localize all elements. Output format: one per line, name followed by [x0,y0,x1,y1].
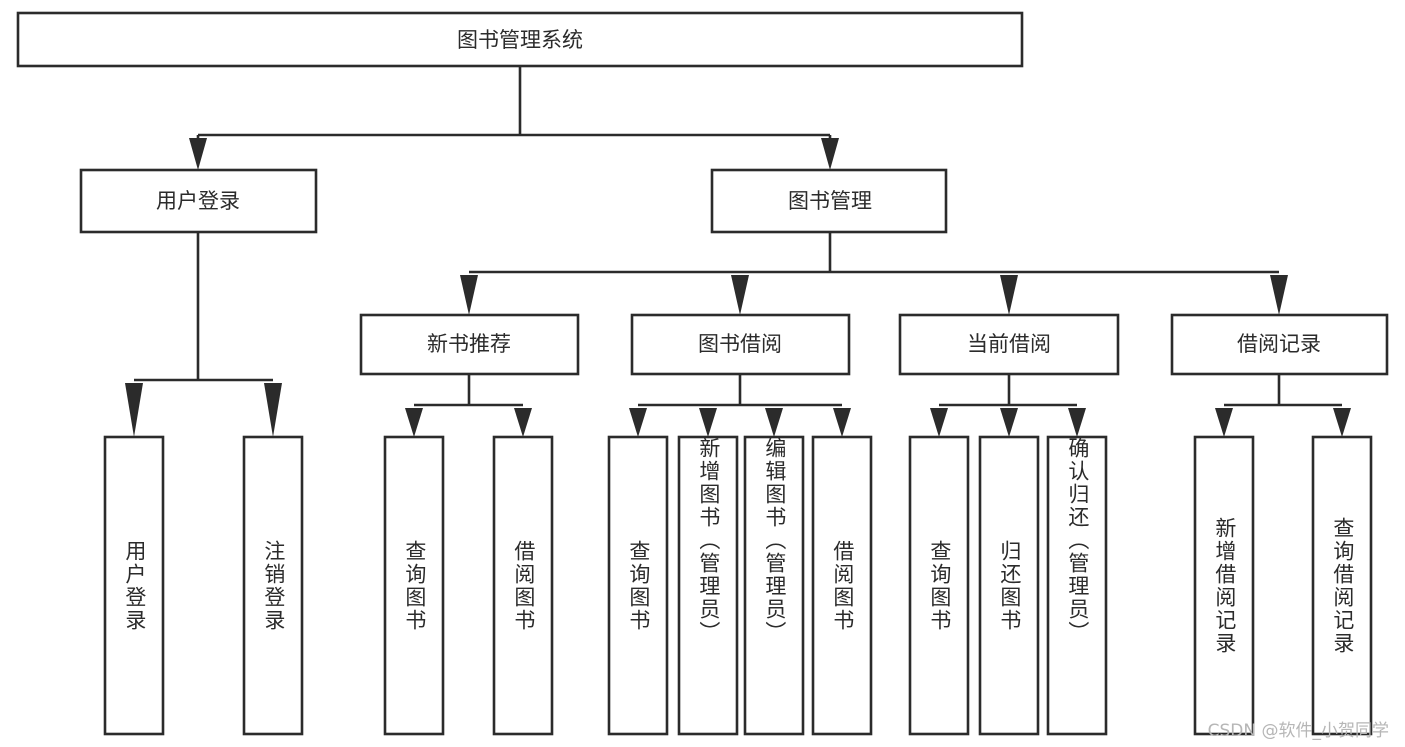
node-root-box[interactable] [16,11,1024,68]
node-new-book-rec-box[interactable] [359,313,580,376]
node-book-borrow-box[interactable] [630,313,851,376]
arrow-head-leaf-add-record [1215,408,1233,437]
connector-group-current-borrow [930,374,1086,437]
arrow-head-new-book-rec [460,275,478,315]
connector-group-user-login [125,232,282,437]
node-user-login-box[interactable] [79,168,318,234]
arrow-head-book-borrow [731,275,749,315]
node-leaf-add-record-box[interactable] [1193,435,1255,736]
node-leaf-logout-box[interactable] [242,435,304,736]
node-leaf-confirm-return-box[interactable] [1046,435,1108,736]
node-user-login-label: 用户登录 [156,189,240,213]
connector-group-book-manage [460,232,1288,315]
arrow-head-leaf-borrow-book-1 [514,408,532,437]
node-leaf-add-book-box[interactable] [677,435,739,736]
arrow-head-book-manage [821,138,839,170]
node-book-manage[interactable]: 图书管理 [710,168,948,234]
arrow-head-leaf-user-login [125,383,143,437]
node-borrow-record-box[interactable] [1170,313,1389,376]
node-book-borrow-label: 图书借阅 [698,332,782,356]
node-leaf-query-book-3-box[interactable] [908,435,970,736]
arrow-head-leaf-edit-book [765,408,783,437]
node-root-label: 图书管理系统 [457,28,583,52]
node-leaf-query-book-1-box[interactable] [383,435,445,736]
node-leaf-query-book-2-box[interactable] [607,435,669,736]
node-borrow-record-label: 借阅记录 [1237,332,1321,356]
arrow-head-current-borrow [1000,275,1018,315]
node-leaf-user-login-box[interactable] [103,435,165,736]
arrow-head-leaf-confirm-return [1068,408,1086,437]
connector-group-root [189,66,839,170]
node-leaf-return-book-box[interactable] [978,435,1040,736]
connector-group-new-book-rec [405,374,532,437]
arrow-head-leaf-logout [264,383,282,437]
connector-group-borrow-record [1215,374,1351,437]
arrow-head-leaf-return-book [1000,408,1018,437]
arrow-head-leaf-query-book-1 [405,408,423,437]
node-current-borrow-label: 当前借阅 [967,332,1051,356]
connector-group-book-borrow [629,374,851,437]
node-new-book-rec[interactable]: 新书推荐 [359,313,580,376]
arrow-head-leaf-add-book [699,408,717,437]
node-leaf-query-record-box[interactable] [1311,435,1373,736]
node-user-login[interactable]: 用户登录 [79,168,318,234]
arrow-head-leaf-query-book-3 [930,408,948,437]
node-leaf-borrow-book-2-box[interactable] [811,435,873,736]
arrow-head-borrow-record [1270,275,1288,315]
arrow-head-user-login [189,138,207,170]
node-book-manage-label: 图书管理 [788,189,872,213]
node-current-borrow-box[interactable] [898,313,1120,376]
node-root[interactable]: 图书管理系统 [16,11,1024,68]
arrow-head-leaf-borrow-book-2 [833,408,851,437]
arrow-head-leaf-query-record [1333,408,1351,437]
node-book-borrow[interactable]: 图书借阅 [630,313,851,376]
csdn-watermark: CSDN @软件_小贺同学 [1207,721,1389,741]
node-current-borrow[interactable]: 当前借阅 [898,313,1120,376]
node-new-book-rec-label: 新书推荐 [427,332,511,356]
arrow-head-leaf-query-book-2 [629,408,647,437]
node-borrow-record[interactable]: 借阅记录 [1170,313,1389,376]
node-leaf-borrow-book-1-box[interactable] [492,435,554,736]
node-leaf-edit-book-box[interactable] [743,435,805,736]
node-book-manage-box[interactable] [710,168,948,234]
